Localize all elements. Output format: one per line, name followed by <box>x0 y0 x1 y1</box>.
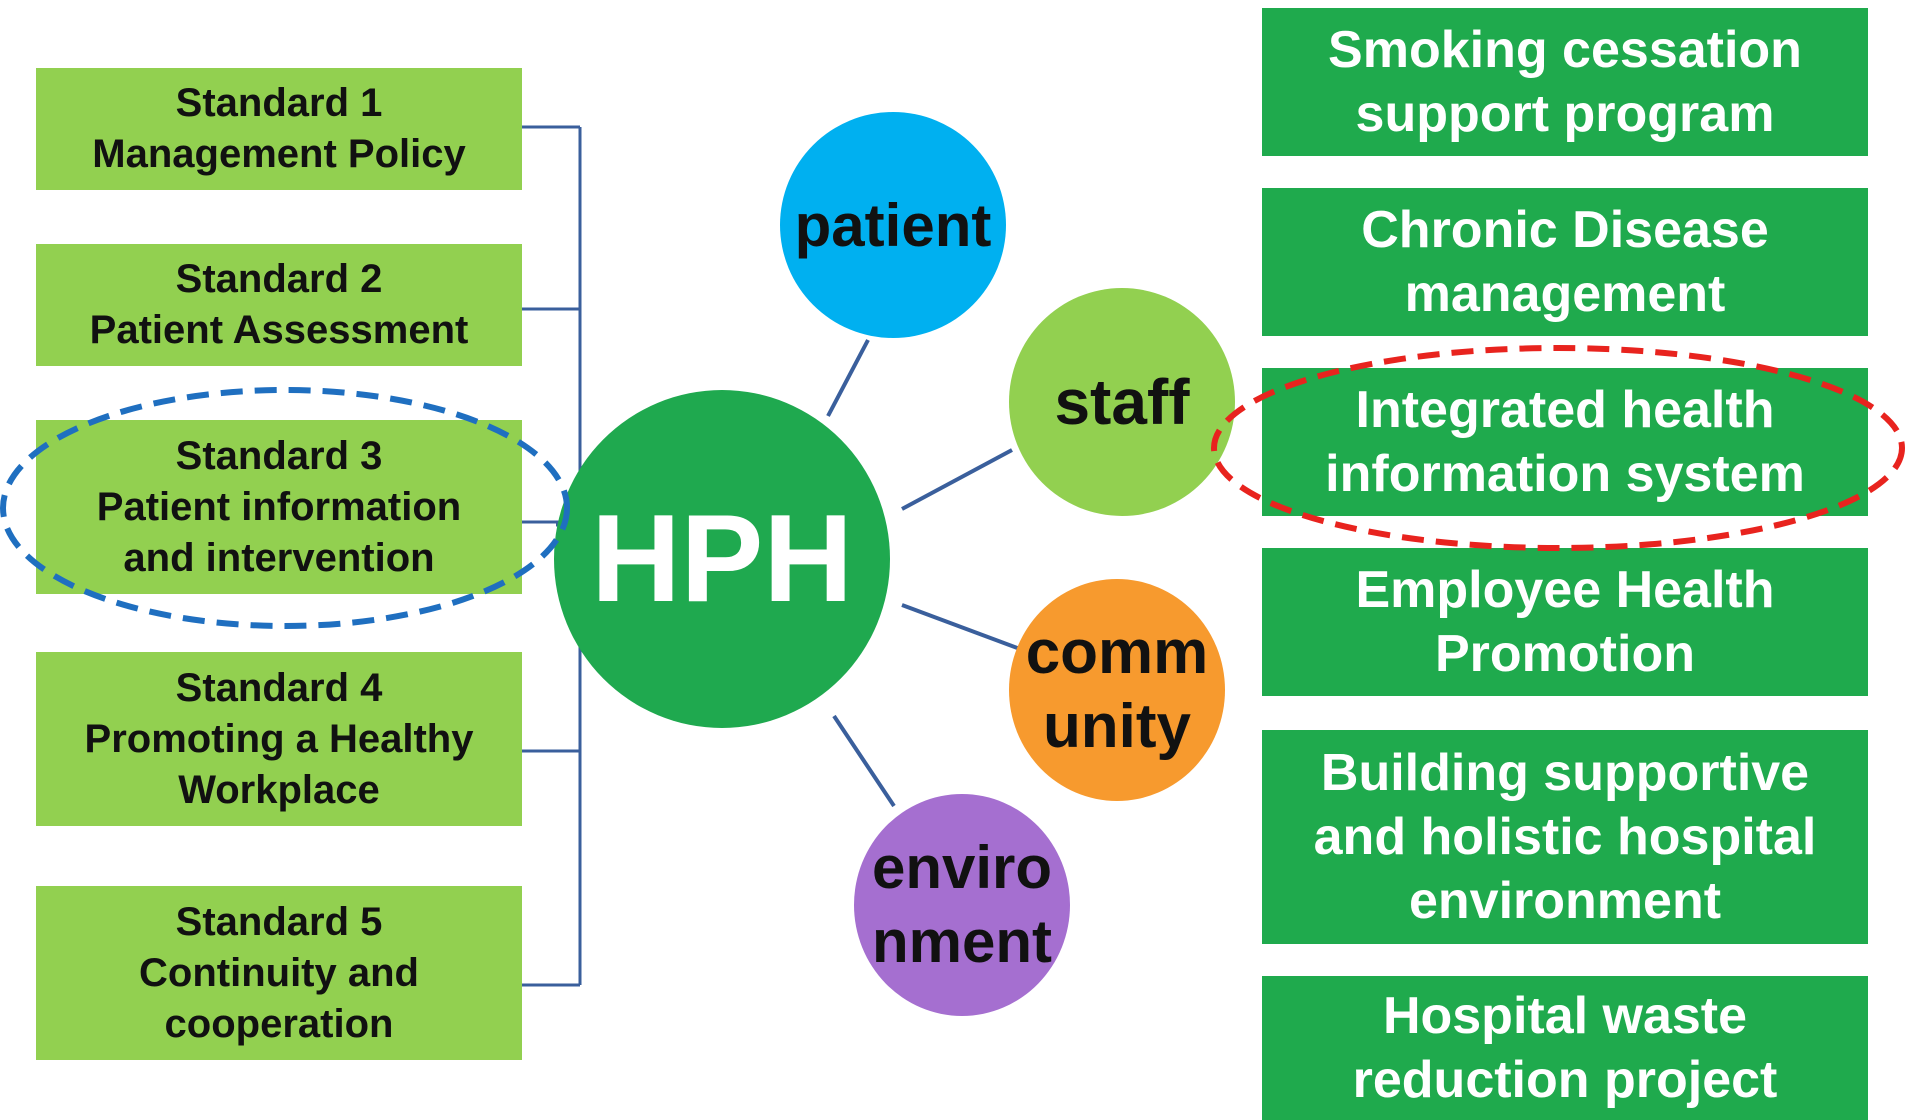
spoke-staff <box>901 448 1013 511</box>
standard-3-line-3: and intervention <box>123 535 435 580</box>
environment-label-line-1: enviro <box>871 834 1053 901</box>
standard-2-line-1: Standard 2 <box>175 257 383 301</box>
standard-box-1: Standard 1 Management Policy <box>36 68 522 190</box>
staff-circle: staff <box>1009 288 1235 516</box>
program-4-line-1: Employee Health <box>1355 561 1775 619</box>
staff-label: staff <box>1054 366 1190 438</box>
environment-label-line-2: nment <box>872 908 1052 975</box>
patient-circle: patient <box>780 112 1006 338</box>
spoke-community <box>901 603 1021 651</box>
program-box-2: Chronic Disease management <box>1262 188 1868 336</box>
program-box-6: Hospital waste reduction project <box>1262 976 1868 1120</box>
standard-5-line-3: cooperation <box>164 1001 394 1046</box>
program-6-line-1: Hospital waste <box>1382 987 1748 1045</box>
standard-3-line-1: Standard 3 <box>175 433 383 478</box>
program-box-3: Integrated health information system <box>1262 368 1868 516</box>
patient-label: patient <box>794 191 992 259</box>
spoke-patient <box>826 339 870 417</box>
standard-5-line-2: Continuity and <box>139 950 419 995</box>
program-5-line-3: environment <box>1408 872 1722 930</box>
standard-box-5: Standard 5 Continuity and cooperation <box>36 886 522 1060</box>
standard-box-2: Standard 2 Patient Assessment <box>36 244 522 366</box>
program-5-line-1: Building supportive <box>1320 744 1810 802</box>
standard-3-line-2: Patient information <box>96 484 462 529</box>
standard-4-line-1: Standard 4 <box>175 665 383 710</box>
standard-2-line-2: Patient Assessment <box>89 308 469 352</box>
program-box-5: Building supportive and holistic hospita… <box>1262 730 1868 944</box>
hph-label: HPH <box>591 490 853 628</box>
standard-4-line-2: Promoting a Healthy <box>84 716 474 761</box>
spoke-environment <box>832 714 896 808</box>
program-4-line-2: Promotion <box>1435 625 1695 683</box>
program-box-1: Smoking cessation support program <box>1262 8 1868 156</box>
standard-5-line-1: Standard 5 <box>175 899 383 944</box>
program-box-4: Employee Health Promotion <box>1262 548 1868 696</box>
community-label-line-1: comm <box>1025 618 1209 687</box>
community-circle: comm unity <box>1009 579 1225 801</box>
program-1-line-1: Smoking cessation <box>1328 21 1802 79</box>
standard-1-line-1: Standard 1 <box>175 81 383 125</box>
hph-center-circle: HPH <box>554 390 890 728</box>
standard-1-line-2: Management Policy <box>92 132 466 176</box>
program-2-line-1: Chronic Disease <box>1361 201 1769 259</box>
program-3-line-2: information system <box>1325 445 1805 503</box>
standard-box-3: Standard 3 Patient information and inter… <box>36 420 522 594</box>
standard-box-4: Standard 4 Promoting a Healthy Workplace <box>36 652 522 826</box>
program-6-line-2: reduction project <box>1352 1051 1778 1109</box>
program-2-line-2: management <box>1404 265 1726 323</box>
environment-circle: enviro nment <box>854 794 1070 1016</box>
standard-4-line-3: Workplace <box>178 767 380 812</box>
program-1-line-2: support program <box>1355 85 1775 143</box>
program-5-line-2: and holistic hospital <box>1313 808 1817 866</box>
program-3-line-1: Integrated health <box>1355 381 1775 439</box>
community-label-line-2: unity <box>1042 692 1192 761</box>
